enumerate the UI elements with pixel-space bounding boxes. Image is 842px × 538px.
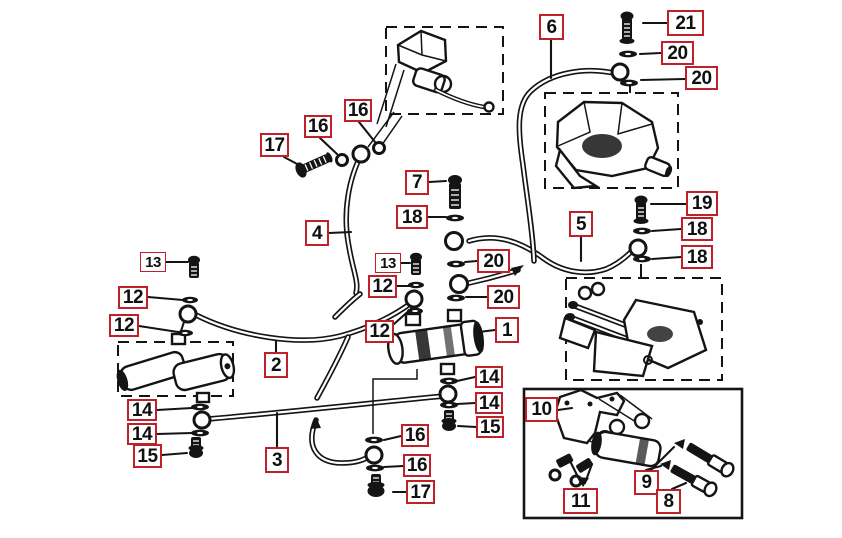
- rear-caliper-box: [565, 277, 723, 381]
- part-label-16[interactable]: 16: [304, 115, 332, 138]
- joint-fittings-11: [548, 453, 593, 488]
- part-label-21[interactable]: 21: [667, 10, 704, 36]
- part-label-16[interactable]: 16: [344, 99, 372, 122]
- part-label-12[interactable]: 12: [109, 314, 139, 337]
- front-caliper-assembly: [554, 100, 673, 190]
- part-label-18[interactable]: 18: [681, 217, 713, 241]
- proportioning-valve: [386, 308, 485, 376]
- part-label-13[interactable]: 13: [140, 252, 166, 272]
- part-label-8[interactable]: 8: [656, 489, 681, 514]
- part-label-20[interactable]: 20: [477, 249, 510, 273]
- brake-lever: [433, 87, 487, 110]
- part-label-9[interactable]: 9: [634, 470, 659, 495]
- rear-master-cylinder-inset-box: [522, 387, 744, 520]
- label-leader-lines: [137, 21, 688, 494]
- part-label-18[interactable]: 18: [681, 245, 713, 269]
- brake-hoses: [193, 67, 635, 466]
- part-label-20[interactable]: 20: [661, 41, 694, 65]
- continuation-arrows: [310, 265, 685, 487]
- part-label-15[interactable]: 15: [133, 444, 162, 468]
- banjo-fittings: [178, 62, 648, 465]
- part-label-7[interactable]: 7: [405, 170, 429, 195]
- part-label-11[interactable]: 11: [563, 488, 598, 514]
- part-label-20[interactable]: 20: [685, 66, 718, 90]
- part-label-12[interactable]: 12: [365, 320, 394, 343]
- front-master-cylinder-assembly: [376, 29, 495, 128]
- part-label-13[interactable]: 13: [375, 253, 401, 273]
- part-label-14[interactable]: 14: [475, 366, 503, 388]
- part-label-5[interactable]: 5: [569, 211, 593, 237]
- part-label-4[interactable]: 4: [305, 220, 329, 246]
- junction-block: [116, 332, 236, 404]
- part-label-12[interactable]: 12: [118, 286, 148, 309]
- part-label-1[interactable]: 1: [495, 317, 519, 343]
- front-caliper-box: [544, 92, 679, 189]
- part-label-16[interactable]: 16: [403, 454, 431, 477]
- part-label-17[interactable]: 17: [260, 133, 289, 157]
- part-label-16[interactable]: 16: [401, 424, 429, 447]
- part-label-2[interactable]: 2: [264, 352, 288, 378]
- part-label-3[interactable]: 3: [265, 447, 289, 473]
- part-label-6[interactable]: 6: [539, 14, 564, 40]
- part-label-17[interactable]: 17: [406, 480, 435, 504]
- rear-master-cylinder-kit: [548, 388, 735, 498]
- part-label-10[interactable]: 10: [525, 397, 558, 422]
- part-label-14[interactable]: 14: [127, 399, 157, 421]
- mounting-bolt-8: [686, 442, 735, 478]
- sealing-washers: [177, 50, 651, 472]
- mounting-bolt-9: [670, 464, 718, 498]
- part-label-15[interactable]: 15: [476, 416, 504, 438]
- part-label-20[interactable]: 20: [487, 285, 520, 309]
- part-label-12[interactable]: 12: [368, 275, 397, 298]
- part-label-14[interactable]: 14: [475, 392, 503, 414]
- banjo-bolts: [188, 11, 649, 497]
- rear-caliper-assembly: [558, 281, 708, 378]
- part-label-14[interactable]: 14: [127, 423, 157, 445]
- part-label-19[interactable]: 19: [686, 191, 718, 216]
- part-label-18[interactable]: 18: [396, 205, 428, 229]
- front-master-cylinder-box: [385, 26, 504, 115]
